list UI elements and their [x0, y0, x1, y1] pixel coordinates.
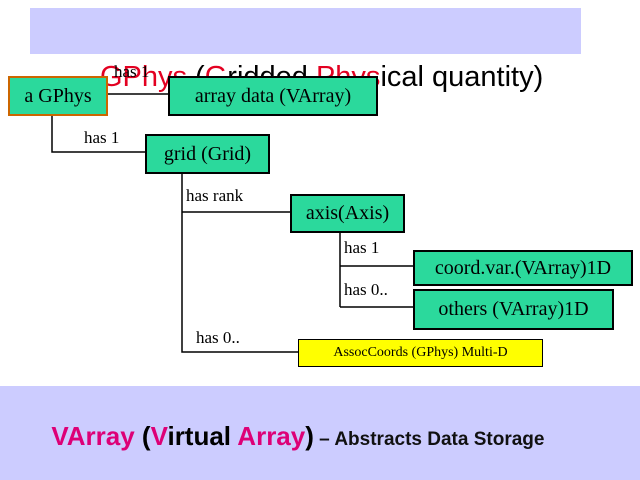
node-a-gphys: a GPhys [8, 76, 108, 116]
edge-label-has-1-grid: has 1 [84, 128, 120, 147]
node-others: others (VArray)1D [413, 289, 614, 330]
node-coord-var: coord.var.(VArray)1D [413, 250, 633, 286]
footer-heading-part: V [150, 421, 168, 451]
edge-label-has-1-coord: has 1 [344, 238, 380, 257]
edge-label-has-0-assoc: has 0.. [196, 328, 240, 347]
footer-heading: VArray (Virtual Array) – Abstracts Data … [8, 388, 640, 480]
footer-heading-suffix: – Abstracts Data Storage [313, 429, 545, 450]
title-part: ical quantity) [380, 61, 544, 93]
footer-panel: VArray (Virtual Array) – Abstracts Data … [0, 386, 640, 480]
edge-label-has-0-others: has 0.. [344, 280, 388, 299]
edge-label-has-rank: has rank [186, 186, 244, 205]
footer-heading-part: Array [237, 421, 306, 451]
footer-heading-part: ) [305, 421, 314, 451]
node-grid: grid (Grid) [145, 134, 270, 174]
footer-heading-part: irtual [167, 421, 238, 451]
footer-heading-part: ( [134, 421, 151, 451]
node-assoc-coords: AssocCoords (GPhys) Multi-D [298, 339, 543, 367]
edge-label-has-1-array: has 1 [114, 62, 150, 81]
footer-heading-part: VArray [51, 421, 135, 451]
node-axis: axis(Axis) [290, 194, 405, 233]
node-array-data: array data (VArray) [168, 76, 378, 116]
